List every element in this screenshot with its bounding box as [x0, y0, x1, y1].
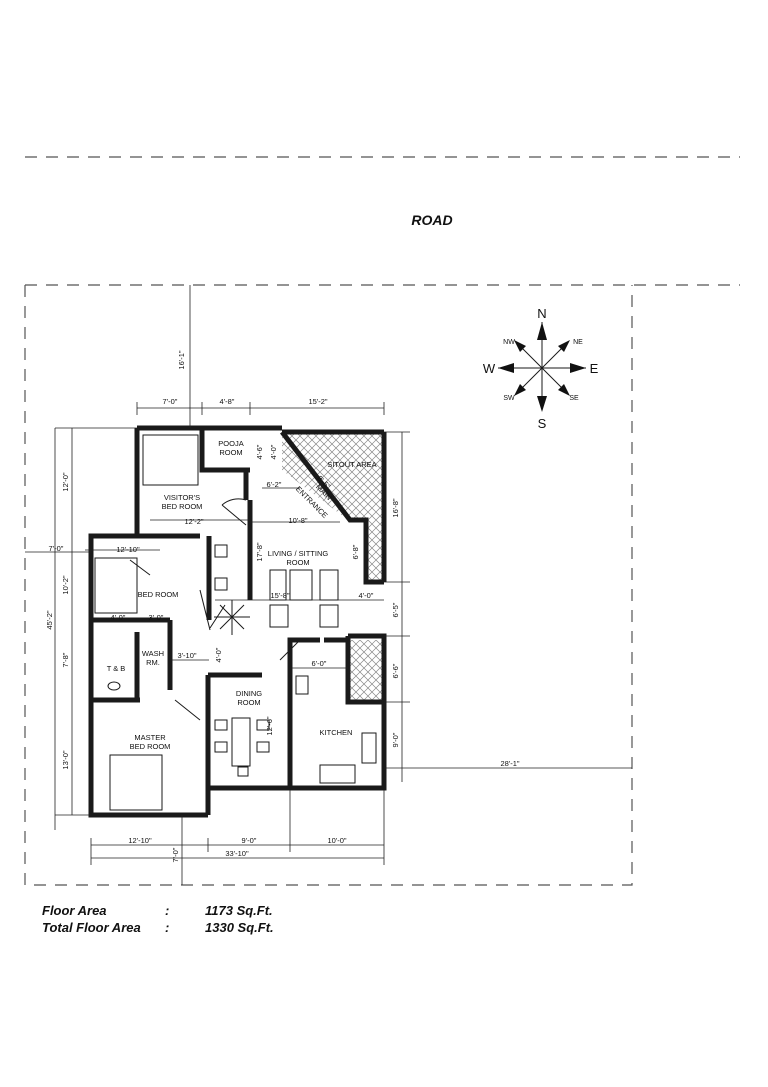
kitchen-label: KITCHEN: [320, 728, 353, 737]
compass-se: SE: [569, 395, 579, 402]
compass-n: N: [537, 306, 546, 321]
dimension-labels: 16'-1" 7'-0" 4'-8" 15'-2" 4'-6" 4'-0" 6'…: [45, 350, 520, 862]
dim-left-setback: 7'-0": [49, 544, 64, 553]
dim-left-c: 7'-8": [61, 652, 70, 667]
dim-bottom-setback: 7'-0": [171, 847, 180, 862]
dimension-lines: [25, 285, 632, 885]
kitchen-yard-hatch: [348, 640, 384, 702]
dim-top-b: 4'-8": [220, 397, 235, 406]
master-bed-label-1: MASTER: [134, 733, 166, 742]
dim-kitchen-top: 6'-0": [312, 659, 327, 668]
dim-bottom-c: 10'-0": [327, 836, 346, 845]
dim-dining-h: 12'-6": [265, 716, 274, 735]
dim-bottom-total: 33'-10": [225, 849, 249, 858]
dim-living-h: 17'-8": [255, 542, 264, 561]
wash-room-label-1: WASH: [142, 649, 164, 658]
compass-w: W: [483, 361, 496, 376]
dim-top-a: 7'-0": [163, 397, 178, 406]
dim-right-a: 16'-8": [391, 498, 400, 517]
dim-left-b: 10'-2": [61, 575, 70, 594]
compass-ne: NE: [573, 339, 583, 346]
floor-area-label: Floor Area: [42, 903, 107, 918]
furniture: [94, 434, 377, 811]
dim-left-total: 45'-2": [45, 610, 54, 629]
dim-right-d: 6'-6": [391, 663, 400, 678]
dim-bottom-a: 12'-10": [128, 836, 152, 845]
compass-sw: SW: [503, 395, 515, 402]
living-room-label-1: LIVING / SITTING: [268, 549, 329, 558]
north-compass-icon: N S E W NE NW SE SW: [483, 306, 599, 431]
dining-room-label-2: ROOM: [237, 698, 260, 707]
dim-pooja-a: 4'-6": [255, 444, 264, 459]
tb-label: T & B: [107, 664, 126, 673]
master-bed-label-2: BED ROOM: [130, 742, 171, 751]
dim-top-c: 15'-2": [308, 397, 327, 406]
dim-left-a: 12'-0": [61, 472, 70, 491]
dim-left-d: 13'-0": [61, 750, 70, 769]
dining-room-label-1: DINING: [236, 689, 262, 698]
total-floor-area-label: Total Floor Area: [42, 920, 141, 935]
sitout-label: SITOUT AREA: [327, 460, 376, 469]
dim-passage-h: 4'-0": [214, 647, 223, 662]
compass-e: E: [590, 361, 599, 376]
pooja-room-label-1: POOJA: [218, 439, 243, 448]
dim-tb-w: 4'-0": [111, 613, 126, 622]
dim-wash-w: 3'-0": [149, 613, 164, 622]
road-label: ROAD: [411, 212, 452, 228]
total-floor-area-value: 1330 Sq.Ft.: [205, 920, 274, 935]
compass-s: S: [538, 416, 547, 431]
total-floor-area-sep: :: [165, 920, 170, 935]
pooja-room-label-2: ROOM: [219, 448, 242, 457]
dim-right-c: 6'-5": [391, 602, 400, 617]
dim-living-w: 15'-8": [270, 591, 289, 600]
floor-area-value: 1173 Sq.Ft.: [205, 903, 273, 918]
dim-passage: 3'-10": [177, 651, 196, 660]
dim-top-setback: 16'-1": [177, 350, 186, 369]
compass-nw: NW: [503, 339, 515, 346]
dim-sitout-a: 6'-2": [267, 480, 282, 489]
dim-right-e: 9'-0": [391, 732, 400, 747]
dim-pooja-b: 4'-0": [269, 444, 278, 459]
floor-area-sep: :: [165, 903, 170, 918]
bed-room-label: BED ROOM: [138, 590, 179, 599]
door-swings: [129, 498, 301, 721]
plot-boundary: [24, 284, 740, 886]
dim-bottom-b: 9'-0": [242, 836, 257, 845]
building-walls: [88, 425, 387, 818]
visitors-bed-label-2: BED ROOM: [162, 502, 203, 511]
dim-living-top: 10'-8": [288, 516, 307, 525]
dim-living-side: 4'-0": [359, 591, 374, 600]
dim-bed-w: 12'-10": [116, 545, 140, 554]
dim-right-setback: 28'-1": [500, 759, 519, 768]
living-room-label-2: ROOM: [286, 558, 309, 567]
dim-right-b: 6'-8": [351, 544, 360, 559]
wash-room-label-2: RM.: [146, 658, 160, 667]
dim-visitor-w: 12'-2": [184, 517, 203, 526]
visitors-bed-label-1: VISITOR'S: [164, 493, 200, 502]
